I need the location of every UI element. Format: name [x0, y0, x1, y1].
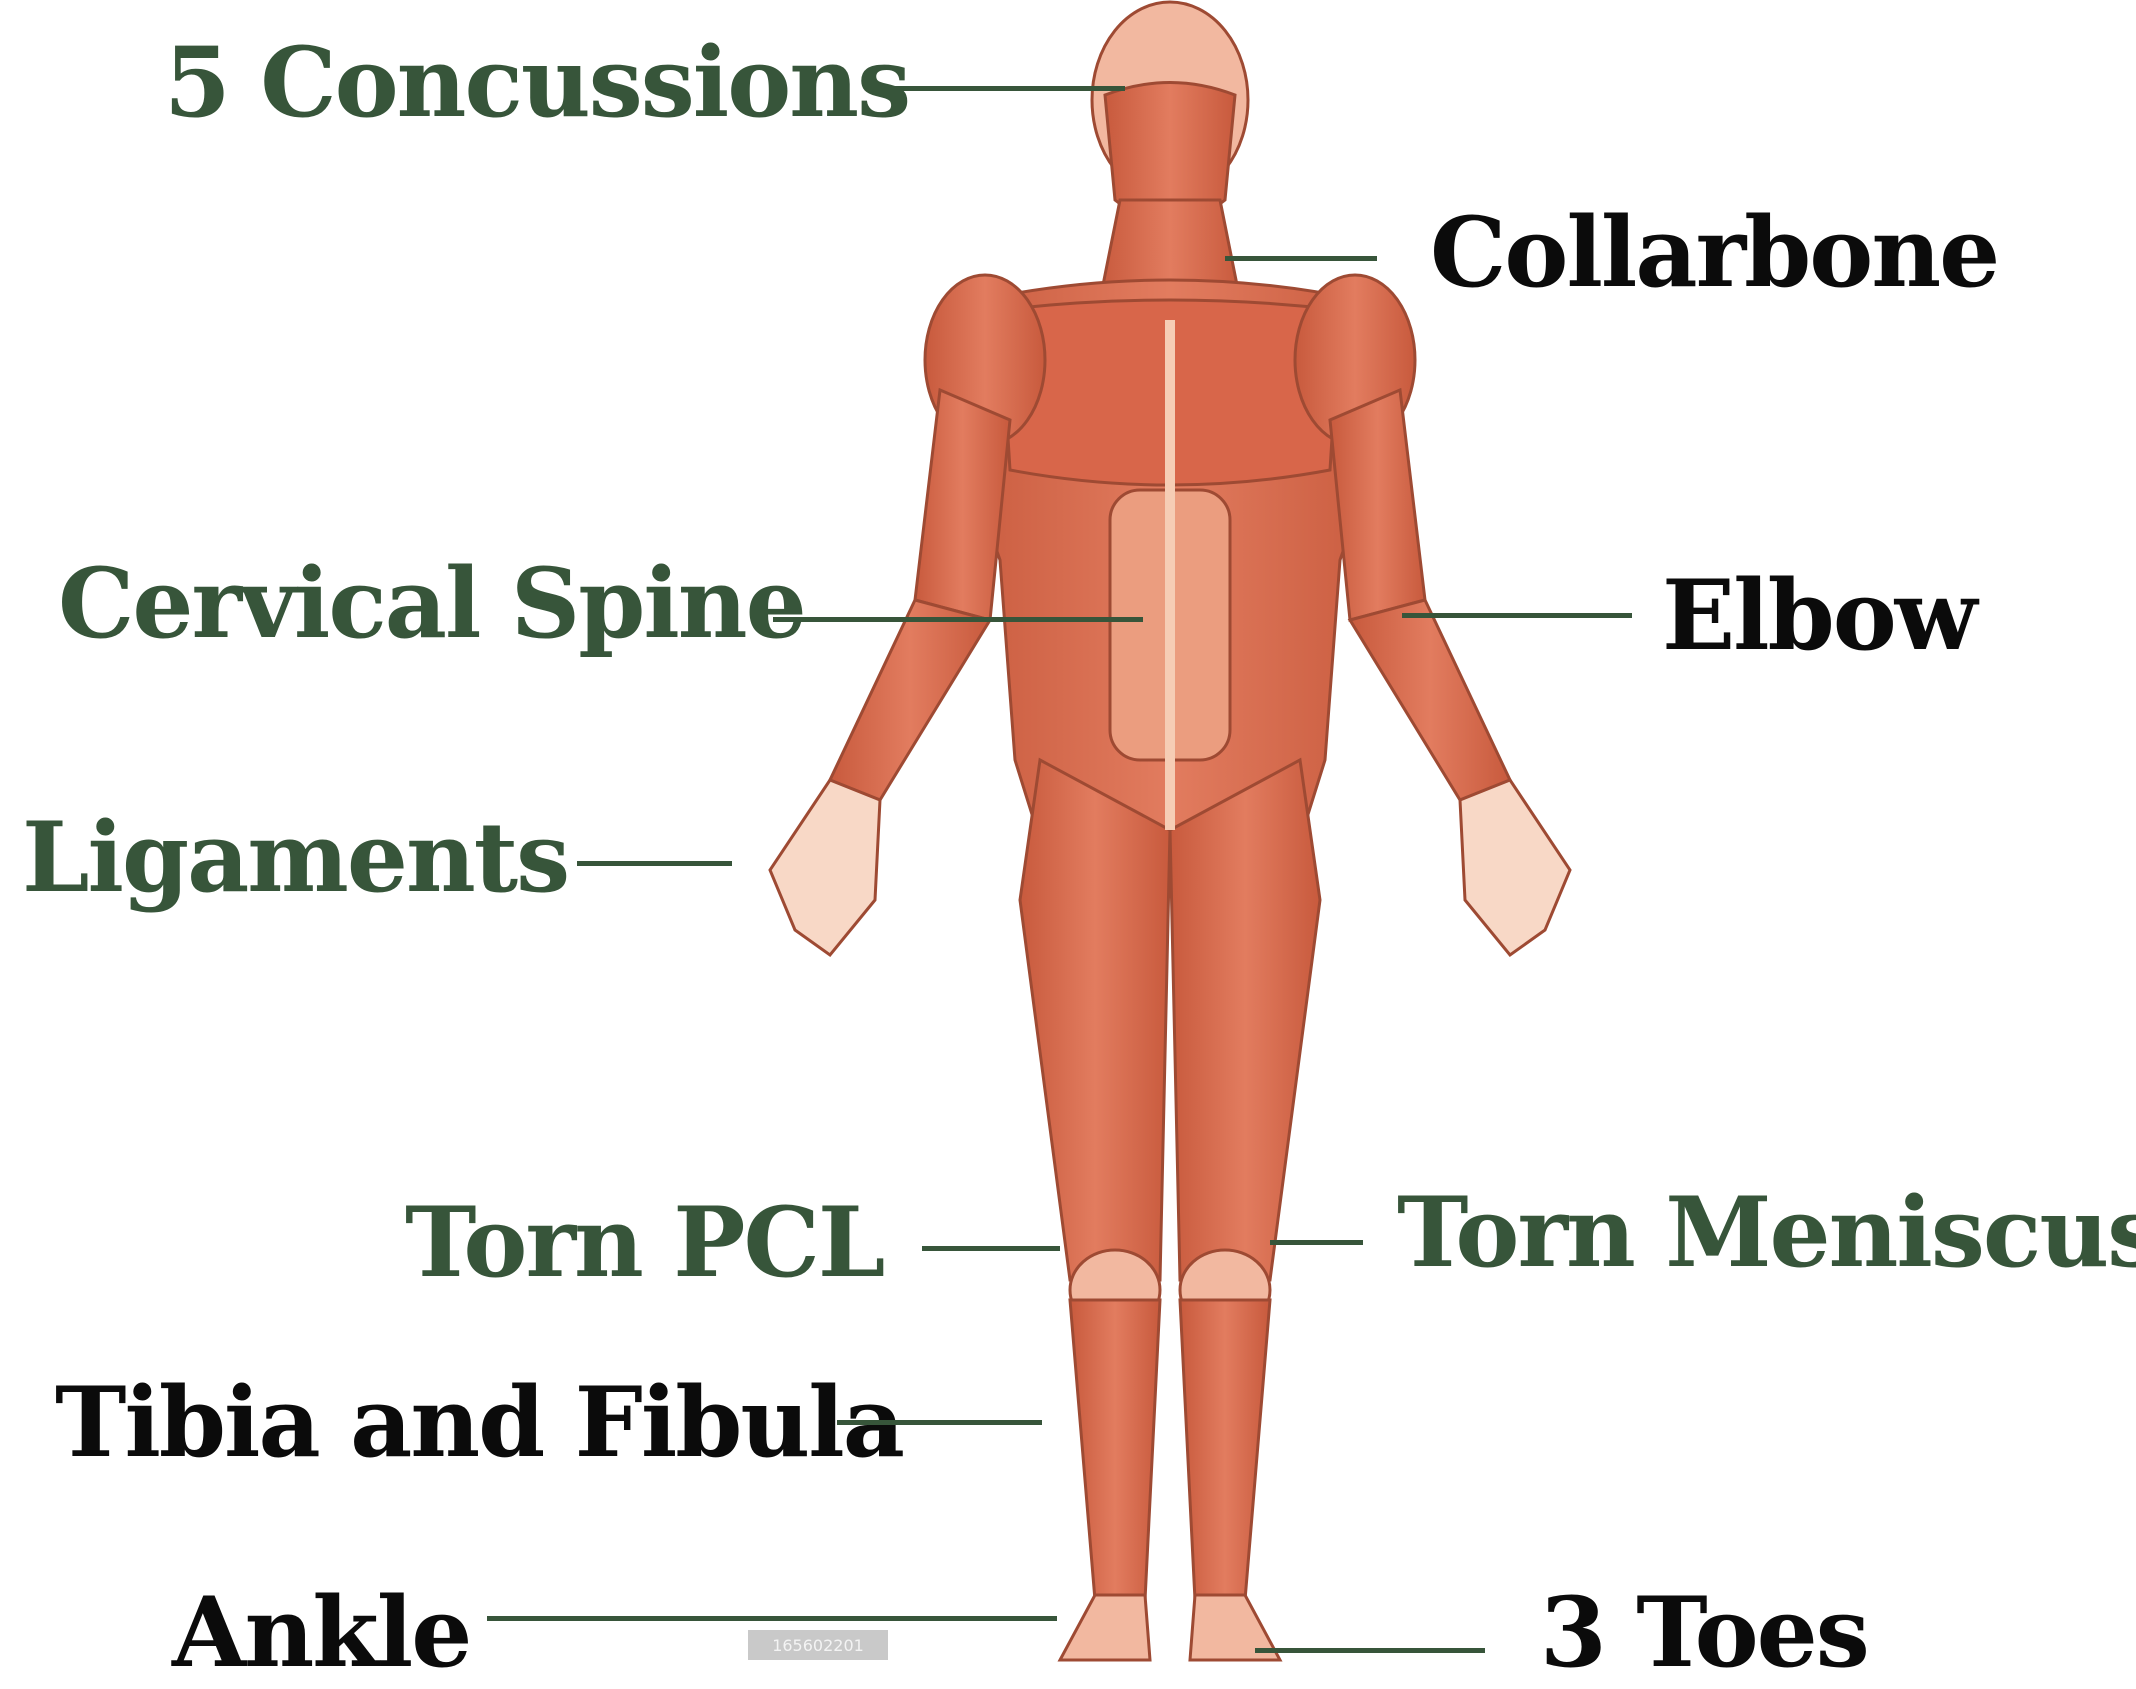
left-foot: [1060, 1595, 1150, 1660]
leader-ankle: [487, 1616, 1057, 1621]
left-thigh: [1020, 760, 1170, 1280]
leader-elbow: [1402, 613, 1632, 618]
leader-torn-pcl: [922, 1246, 1060, 1251]
left-lower-leg: [1070, 1300, 1160, 1600]
right-forearm: [1350, 600, 1510, 800]
label-torn-meniscus: Torn Meniscus: [1397, 1185, 2136, 1281]
label-concussions: 5 Concussions: [164, 35, 909, 131]
left-forearm: [830, 600, 990, 800]
right-upper-arm: [1330, 390, 1425, 620]
label-collarbone: Collarbone: [1430, 205, 1998, 301]
label-ankle: Ankle: [172, 1585, 470, 1681]
label-ligaments: Ligaments: [22, 810, 568, 906]
leader-torn-meniscus: [1270, 1240, 1363, 1245]
right-hand: [1460, 780, 1570, 955]
left-hand: [770, 780, 880, 955]
watermark: 165602201: [748, 1630, 888, 1660]
leader-collarbone: [1225, 256, 1377, 261]
leader-concussions: [890, 86, 1125, 91]
label-tibia-fibula: Tibia and Fibula: [55, 1375, 903, 1471]
label-torn-pcl: Torn PCL: [405, 1195, 883, 1291]
right-lower-leg: [1180, 1300, 1270, 1600]
leader-toes: [1255, 1648, 1485, 1653]
label-cervical-spine: Cervical Spine: [58, 556, 805, 652]
right-thigh: [1170, 760, 1320, 1280]
leader-tibia-fibula: [837, 1420, 1042, 1425]
label-toes: 3 Toes: [1540, 1585, 1868, 1681]
leader-ligaments: [577, 861, 732, 866]
leader-cervical-spine: [773, 617, 1143, 622]
label-elbow: Elbow: [1662, 568, 1975, 664]
left-upper-arm: [915, 390, 1010, 620]
